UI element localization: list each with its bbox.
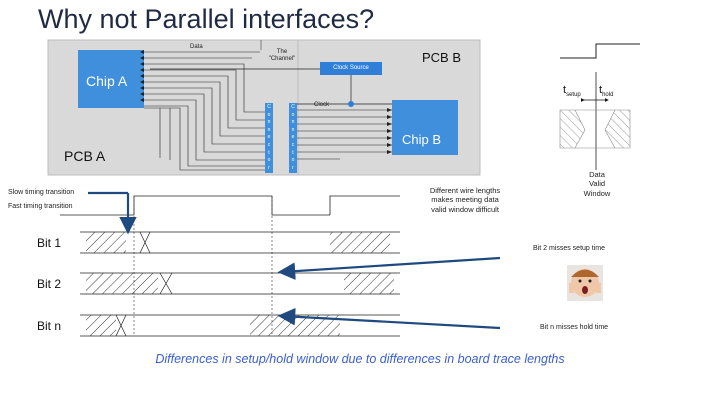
wire-length-note: Different wire lengths makes meeting dat… <box>429 186 501 214</box>
bit2-waveform <box>80 272 400 295</box>
timing-markers <box>133 196 273 335</box>
slow-timing-label: Slow timing transition <box>8 189 75 196</box>
clock-source-label: Clock Source <box>333 65 369 71</box>
data-eye <box>559 109 586 149</box>
connector-left <box>265 103 273 173</box>
timing-clock <box>60 195 400 216</box>
data-valid-window-label: Data Valid Window <box>583 170 611 198</box>
connector-right <box>289 103 297 173</box>
fast-timing-label: Fast timing transition <box>8 203 73 210</box>
bit1-label: Bit 1 <box>37 236 62 250</box>
bitn-hold-note: Bit n misses hold time <box>540 324 609 331</box>
data-label: Data <box>190 44 203 50</box>
slide-caption: Differences in setup/hold window due to … <box>155 352 565 366</box>
chip-b-input-arrows <box>387 108 392 154</box>
bit2-setup-note: Bit 2 misses setup time <box>533 245 605 252</box>
chip-a <box>78 50 144 108</box>
pcb-b-label: PCB B <box>422 50 462 65</box>
data-traces <box>144 51 392 171</box>
chip-b <box>392 100 458 155</box>
chip-a-pins <box>140 50 144 102</box>
t-hold-label: thold <box>599 84 614 99</box>
channel-label: The "Channel" <box>268 49 296 63</box>
bit2-label: Bit 2 <box>37 277 62 291</box>
chip-b-label: Chip B <box>402 132 442 147</box>
surprised-face-picture <box>567 265 603 301</box>
annotation-arrows <box>88 191 501 330</box>
t-setup-label: tsetup <box>563 84 581 99</box>
bit1-waveform <box>80 231 400 254</box>
chip-a-label: Chip A <box>86 73 128 89</box>
setup-hold-inset <box>559 43 640 170</box>
bitn-label: Bit n <box>37 319 62 333</box>
bitn-waveform <box>80 314 400 337</box>
slide-title: Why not Parallel interfaces? <box>38 4 375 34</box>
clock-trace <box>150 68 392 105</box>
pcb-a-label: PCB A <box>64 148 106 164</box>
clock-node <box>348 101 354 107</box>
clock-edge-waveform <box>560 43 640 59</box>
clock-label: Clock <box>314 102 330 108</box>
clock-source-box <box>320 62 382 75</box>
